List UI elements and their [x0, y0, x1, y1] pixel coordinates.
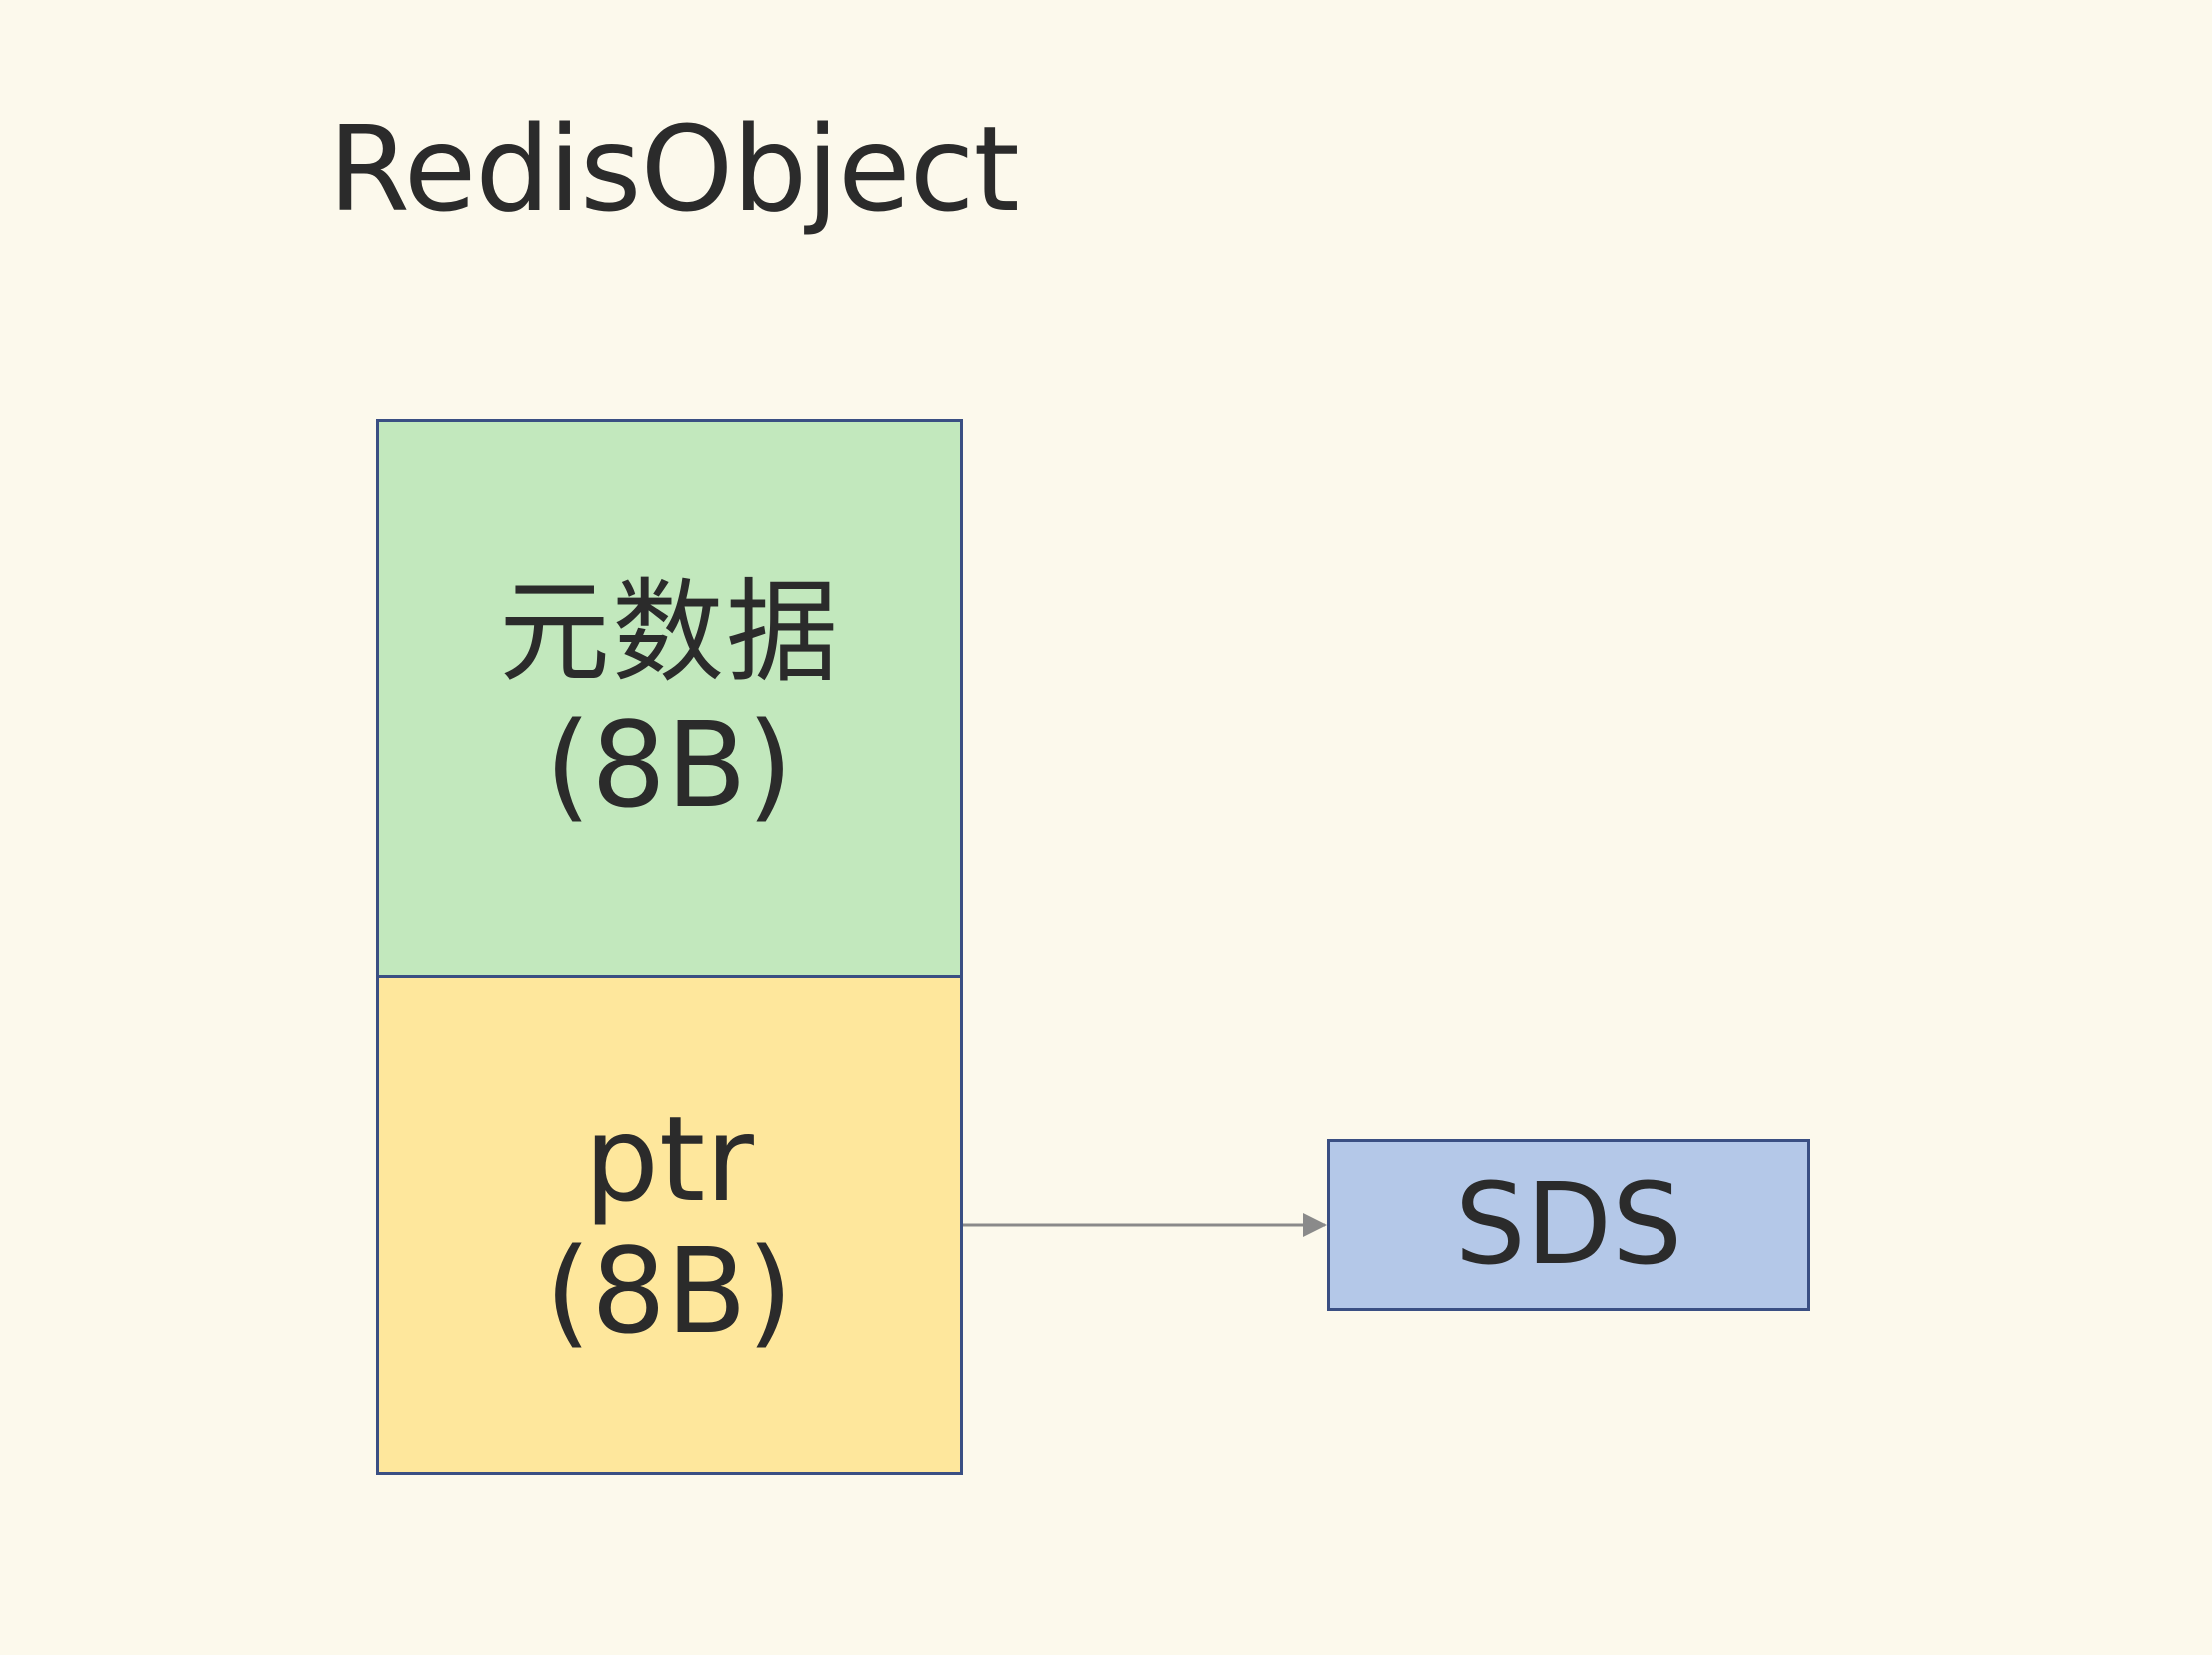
ptr-size: (8B): [545, 1222, 794, 1360]
sds-label: SDS: [1454, 1160, 1683, 1290]
diagram-title: RedisObject: [328, 100, 1020, 238]
metadata-label: 元数据: [499, 568, 840, 698]
ptr-box: ptr (8B): [376, 975, 963, 1475]
sds-box: SDS: [1327, 1139, 1810, 1311]
ptr-label: ptr: [584, 1090, 754, 1228]
metadata-box: 元数据 (8B): [376, 419, 963, 978]
arrowhead-shape: [1303, 1213, 1327, 1237]
metadata-size: (8B): [545, 696, 794, 833]
